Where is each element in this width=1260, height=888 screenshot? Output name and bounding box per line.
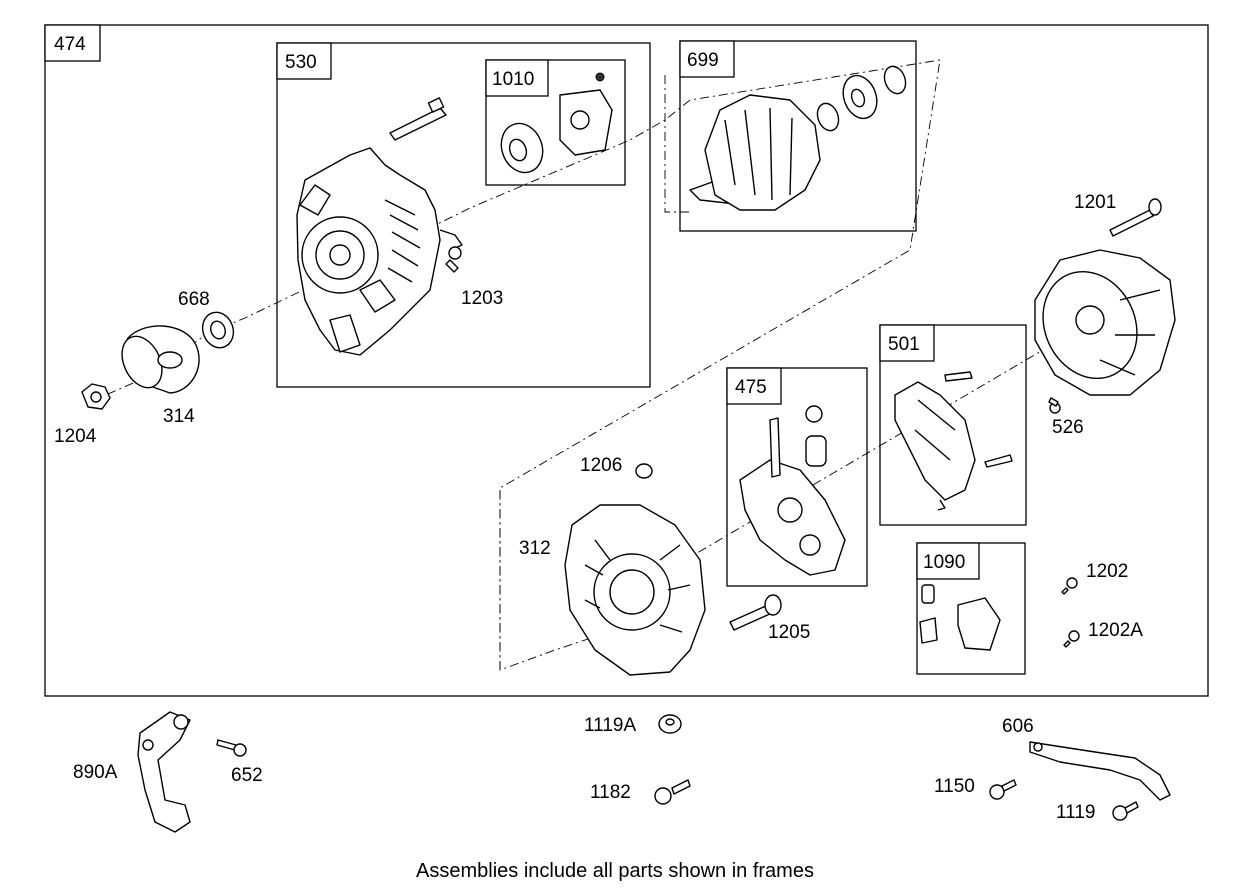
pulley-314-drawing [121, 325, 200, 394]
part-label-526: 526 [1052, 417, 1084, 438]
part-label-606: 606 [1002, 716, 1034, 737]
part-label-1204: 1204 [54, 426, 97, 447]
bolt-1201-drawing [1109, 198, 1162, 237]
part-label-890A: 890A [73, 762, 118, 783]
brush-kit-1090-drawing [919, 584, 1001, 651]
frame-699: 699 [679, 40, 917, 232]
part-label-1205: 1205 [768, 622, 810, 643]
part-label-312: 312 [519, 538, 551, 559]
bearing-1010-drawing [500, 72, 613, 174]
rotor-699-drawing [689, 65, 907, 211]
screw-526-drawing [1048, 397, 1061, 414]
spacer-668-drawing [201, 311, 235, 349]
washer-1206-drawing [635, 463, 653, 479]
screw-1119-drawing [1112, 801, 1139, 821]
regulator-501-drawing [894, 371, 1013, 511]
brush-holder-475-drawing [739, 405, 846, 576]
screw-1202-drawing [1061, 577, 1078, 595]
part-label-1119A: 1119A [584, 715, 636, 736]
front-housing-drawing [296, 147, 463, 356]
part-label-1206: 1206 [580, 455, 622, 476]
frame-699-label: 699 [687, 50, 719, 71]
frame-501: 501 [879, 324, 1027, 526]
screw-1150-drawing [989, 779, 1017, 800]
bolt-1205-drawing [729, 594, 782, 631]
rear-housing-312-drawing [564, 504, 706, 676]
rear-cover-drawing [1034, 249, 1176, 396]
nut-1119A-drawing [658, 714, 682, 734]
frame-1090: 1090 [916, 542, 1026, 675]
frame-475: 475 [726, 367, 868, 587]
part-label-314: 314 [163, 406, 195, 427]
part-label-1119: 1119 [1056, 802, 1095, 823]
frame-1090-label: 1090 [923, 552, 965, 573]
part-label-1202: 1202 [1086, 561, 1128, 582]
part-label-1202A: 1202A [1088, 620, 1143, 641]
part-label-1203: 1203 [461, 288, 503, 309]
screw-652-drawing [216, 739, 247, 757]
screw-1203-drawing [445, 246, 462, 273]
part-label-1182: 1182 [590, 782, 631, 803]
bracket-606-drawing [1029, 741, 1171, 801]
part-label-1150: 1150 [934, 776, 975, 797]
diagram-caption: Assemblies include all parts shown in fr… [416, 860, 814, 882]
bracket-890A-drawing [137, 711, 191, 833]
frame-501-label: 501 [888, 334, 920, 355]
part-label-1201: 1201 [1074, 192, 1116, 213]
screw-1202A-drawing [1063, 630, 1080, 648]
frame-1010-label: 1010 [492, 69, 534, 90]
frame-475-label: 475 [735, 377, 767, 398]
part-labels: 1201 1203 668 314 1204 526 1206 312 1205… [54, 192, 1143, 823]
screw-1182-drawing [654, 779, 691, 805]
frame-474: 474 [44, 24, 1209, 697]
frame-530: 530 [276, 42, 651, 388]
part-label-668: 668 [178, 289, 210, 310]
frame-1010: 1010 [485, 59, 626, 186]
nut-1204-drawing [81, 383, 111, 410]
frame-530-label: 530 [285, 52, 317, 73]
frame-474-label: 474 [54, 34, 86, 55]
stud-bolt-drawing [389, 97, 447, 141]
part-label-652: 652 [231, 765, 263, 786]
